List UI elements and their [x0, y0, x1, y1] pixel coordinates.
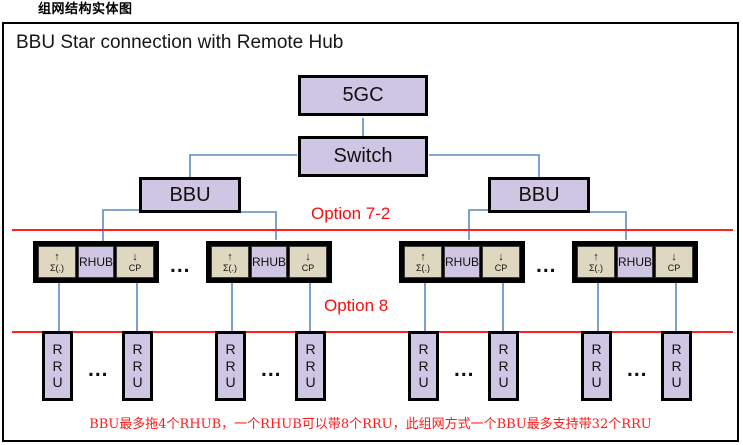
node-switch-label: Switch [333, 145, 393, 167]
rhub-uplink-cell-1: ↑ Σ(.) [38, 246, 76, 278]
ellipsis-rhub-left: ... [170, 254, 191, 277]
up-arrow-icon: ↑ [420, 250, 426, 263]
node-rru-7[interactable]: R R U [581, 331, 612, 401]
rru-line-2: R [591, 357, 602, 374]
rru-line-1: R [671, 341, 682, 358]
rhub-label: RHUB [617, 255, 652, 269]
ellipsis-rru-1: ... [88, 358, 109, 381]
rhub-uplink-label: Σ(.) [49, 262, 65, 273]
rhub-core-cell-2: RHUB [250, 246, 287, 278]
rhub-core-cell-1: RHUB [77, 246, 114, 278]
node-bbu-right[interactable]: BBU [488, 177, 590, 213]
rhub-downlink-cell-2: ↓ CP [289, 246, 327, 278]
rru-line-3: U [671, 374, 682, 391]
node-bbu-left-label: BBU [169, 183, 211, 206]
rhub-label: RHUB [78, 255, 113, 269]
node-rru-1[interactable]: R R U [42, 331, 73, 401]
rhub-uplink-label: Σ(.) [222, 262, 238, 273]
option-label-8: Option 8 [324, 296, 389, 315]
ellipsis-rhub-right: ... [536, 254, 557, 277]
rhub-unit-3[interactable]: ↑ Σ(.) RHUB ↓ CP [399, 241, 525, 283]
rhub-label: RHUB [251, 255, 286, 269]
diagram-title: BBU Star connection with Remote Hub [16, 32, 344, 53]
rru-line-2: R [418, 357, 429, 374]
node-switch[interactable]: Switch [298, 136, 428, 177]
node-rru-6[interactable]: R R U [488, 331, 519, 401]
option-7-2-divider [12, 229, 733, 231]
node-rru-2[interactable]: R R U [122, 331, 153, 401]
rhub-uplink-cell-3: ↑ Σ(.) [404, 246, 442, 278]
rhub-label: RHUB [444, 255, 479, 269]
rhub-uplink-label: Σ(.) [588, 262, 604, 273]
rru-line-2: R [498, 357, 509, 374]
diagram-caption: BBU最多拖4个RHUB，一个RHUB可以带8个RRU，此组网方式一个BBU最多… [89, 417, 652, 432]
rhub-unit-4[interactable]: ↑ Σ(.) RHUB ↓ CP [572, 241, 698, 283]
ellipsis-rru-4: ... [627, 358, 648, 381]
down-arrow-icon: ↓ [132, 250, 138, 263]
rru-line-1: R [225, 341, 236, 358]
rhub-cp-label: CP [301, 262, 315, 273]
rhub-core-cell-3: RHUB [443, 246, 480, 278]
rhub-uplink-label: Σ(.) [415, 262, 431, 273]
rru-line-3: U [498, 374, 509, 391]
down-arrow-icon: ↓ [671, 250, 677, 263]
rru-line-2: R [225, 357, 236, 374]
rhub-uplink-cell-2: ↑ Σ(.) [211, 246, 249, 278]
rru-line-1: R [591, 341, 602, 358]
rru-line-1: R [305, 341, 316, 358]
rru-line-3: U [305, 374, 316, 391]
rru-line-1: R [52, 341, 63, 358]
rru-line-3: U [132, 374, 143, 391]
node-bbu-left[interactable]: BBU [139, 177, 241, 213]
node-5gc[interactable]: 5GC [298, 75, 428, 116]
option-label-7-2: Option 7-2 [311, 204, 391, 223]
node-rru-4[interactable]: R R U [295, 331, 326, 401]
rhub-unit-1[interactable]: ↑ Σ(.) RHUB ↓ CP [33, 241, 159, 283]
node-bbu-right-label: BBU [518, 183, 560, 206]
node-rru-8[interactable]: R R U [661, 331, 692, 401]
rru-line-3: U [52, 374, 63, 391]
rru-line-3: U [418, 374, 429, 391]
rhub-uplink-cell-4: ↑ Σ(.) [577, 246, 615, 278]
network-topology-diagram: BBU Star connection with Remote Hub [2, 22, 739, 442]
rru-line-2: R [671, 357, 682, 374]
rhub-downlink-cell-3: ↓ CP [482, 246, 520, 278]
rru-line-1: R [418, 341, 429, 358]
node-5gc-label: 5GC [342, 84, 384, 106]
rhub-cp-label: CP [494, 262, 508, 273]
down-arrow-icon: ↓ [498, 250, 504, 263]
rru-line-3: U [591, 374, 602, 391]
rru-line-2: R [132, 357, 143, 374]
up-arrow-icon: ↑ [54, 250, 60, 263]
rhub-cp-label: CP [128, 262, 142, 273]
node-rru-5[interactable]: R R U [408, 331, 439, 401]
rru-line-1: R [498, 341, 509, 358]
ellipsis-rru-3: ... [454, 358, 475, 381]
rru-line-3: U [225, 374, 236, 391]
option-8-divider [12, 331, 733, 333]
up-arrow-icon: ↑ [227, 250, 233, 263]
up-arrow-icon: ↑ [593, 250, 599, 263]
node-rru-3[interactable]: R R U [215, 331, 246, 401]
down-arrow-icon: ↓ [305, 250, 311, 263]
rru-line-2: R [305, 357, 316, 374]
rhub-cp-label: CP [667, 262, 681, 273]
ellipsis-rru-2: ... [261, 358, 282, 381]
rhub-core-cell-4: RHUB [616, 246, 653, 278]
header-title: 组网结构实体图 [38, 2, 133, 17]
rhub-unit-2[interactable]: ↑ Σ(.) RHUB ↓ CP [206, 241, 332, 283]
rhub-downlink-cell-4: ↓ CP [655, 246, 693, 278]
rhub-downlink-cell-1: ↓ CP [116, 246, 154, 278]
rru-line-2: R [52, 357, 63, 374]
rru-line-1: R [132, 341, 143, 358]
